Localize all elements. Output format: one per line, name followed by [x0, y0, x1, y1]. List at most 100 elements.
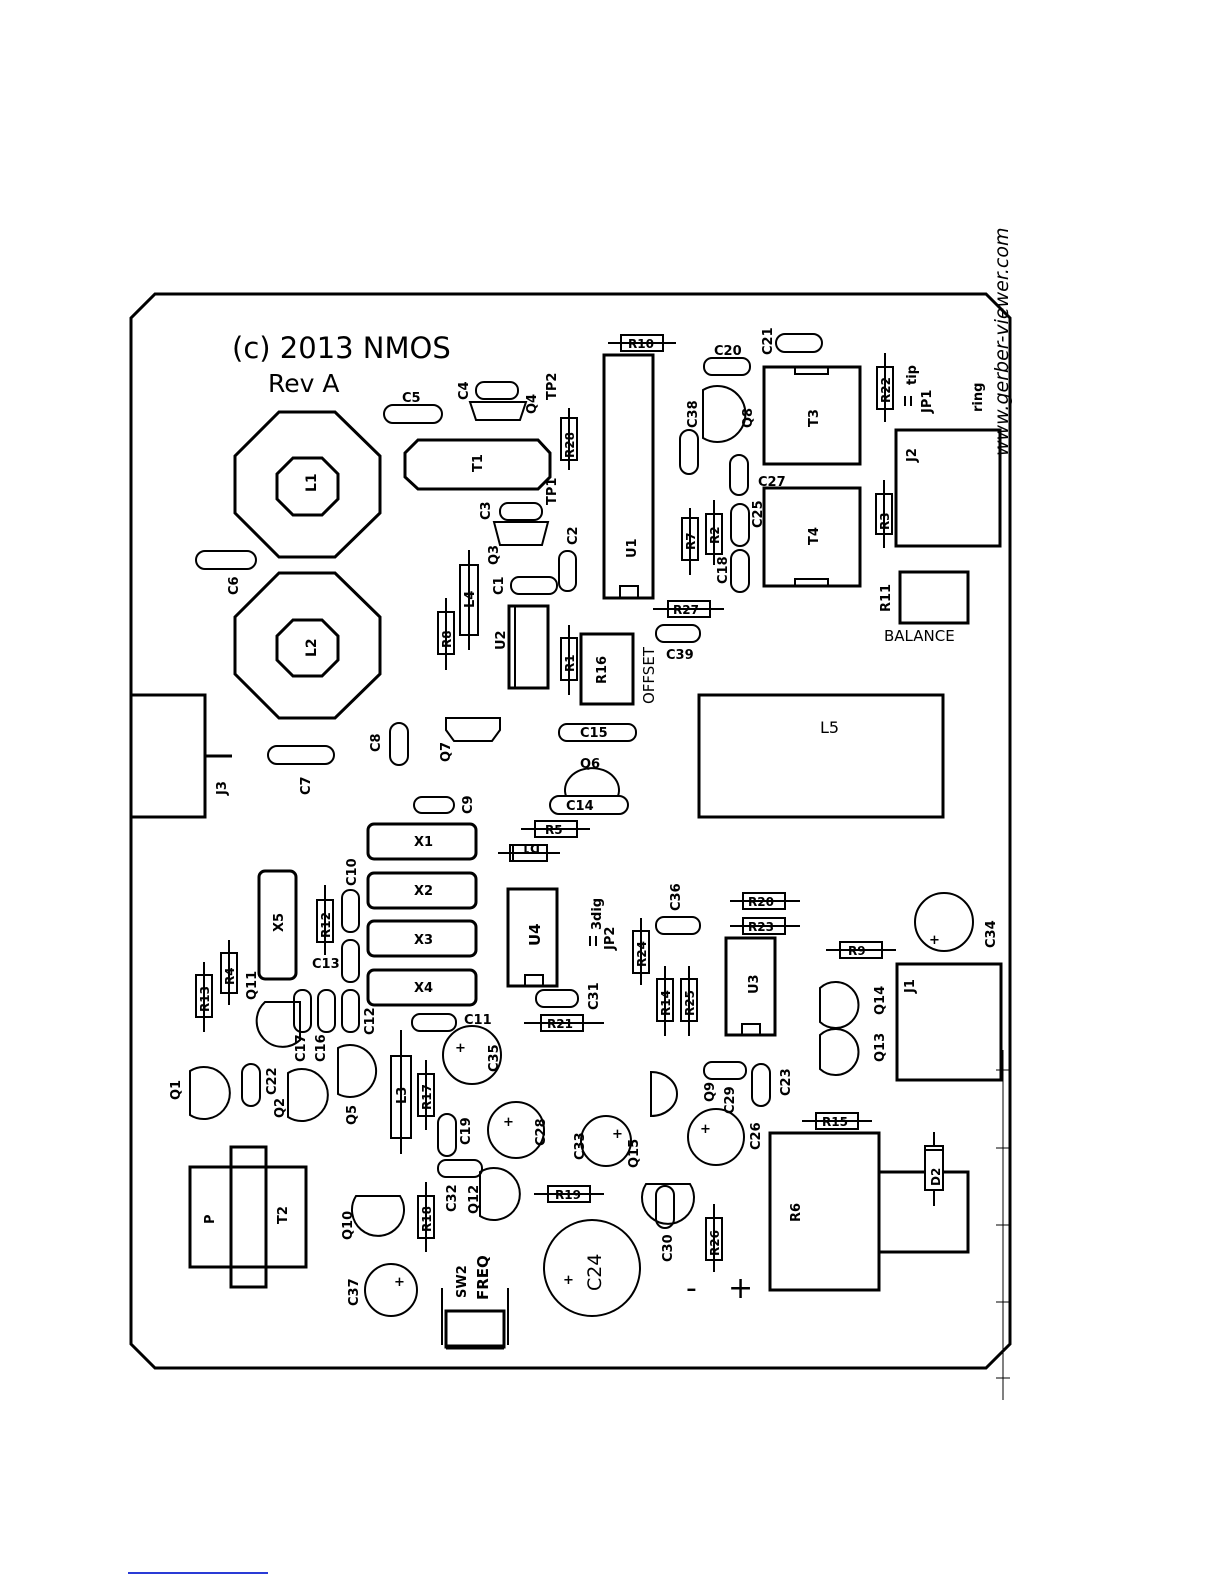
capacitor-c12: C12	[341, 989, 378, 1035]
inductor-l4: L4	[459, 550, 479, 650]
svg-text:R22: R22	[879, 377, 893, 403]
svg-text:+: +	[563, 1273, 574, 1288]
svg-text:X2: X2	[414, 884, 433, 899]
capacitor-c18: C18	[716, 549, 750, 593]
capacitor-c28: + C28	[487, 1101, 549, 1159]
svg-text:Q2: Q2	[273, 1098, 288, 1118]
svg-text:R17: R17	[420, 1084, 434, 1110]
svg-text:C34: C34	[984, 920, 999, 948]
svg-text:C12: C12	[363, 1007, 378, 1035]
svg-text:+: +	[929, 933, 940, 948]
svg-text:R18: R18	[420, 1206, 434, 1232]
capacitor-c38: C38	[679, 400, 701, 475]
testpoint-tp2: TP2	[545, 373, 560, 400]
svg-text:+: +	[700, 1122, 711, 1137]
svg-text:R24: R24	[635, 941, 649, 967]
resistor-r12: R12	[316, 885, 334, 955]
svg-text:J3: J3	[215, 781, 230, 796]
svg-text:C20: C20	[714, 344, 742, 359]
capacitor-c37: + C37	[347, 1263, 418, 1317]
svg-text:X5: X5	[272, 913, 287, 932]
svg-text:C15: C15	[580, 726, 608, 741]
capacitor-c32: C32	[437, 1159, 483, 1212]
ic-u2: U2	[494, 604, 550, 690]
svg-text:R8: R8	[440, 630, 454, 648]
transistor-q10: Q10	[341, 1195, 405, 1240]
resistor-r26: R26	[705, 1204, 723, 1272]
transistor-q5: Q5	[337, 1044, 378, 1125]
svg-text:C16: C16	[314, 1034, 329, 1062]
svg-text:R1: R1	[563, 654, 577, 672]
jumper-jp2: JP2 3dig	[589, 898, 618, 951]
svg-text:+: +	[612, 1127, 623, 1142]
inductor-l2: L2	[233, 571, 382, 720]
svg-text:U4: U4	[526, 923, 544, 946]
jumper-jp1: JP1 tip	[904, 365, 935, 414]
capacitor-c15: C15	[558, 723, 637, 742]
balance-label: BALANCE	[884, 627, 955, 645]
svg-text:J1: J1	[903, 979, 918, 994]
svg-text:C25: C25	[751, 500, 766, 528]
capacitor-c39: C39	[655, 624, 701, 663]
resistor-r21: R21	[524, 1014, 604, 1032]
capacitor-c17: C17	[293, 989, 312, 1062]
resistor-r22: R22	[876, 353, 894, 422]
svg-text:C9: C9	[461, 795, 476, 814]
resistor-r20: R20	[730, 892, 800, 910]
svg-text:TP1: TP1	[545, 478, 560, 505]
svg-text:R16: R16	[595, 656, 610, 684]
crystal-x1: X1	[366, 822, 478, 861]
ic-u4: U4	[506, 887, 559, 988]
capacitor-c34: + C34	[914, 892, 999, 952]
capacitor-c3: C3	[479, 501, 543, 521]
svg-text:R14: R14	[659, 990, 673, 1016]
capacitor-c8: C8	[369, 722, 409, 766]
svg-text:Q10: Q10	[341, 1211, 356, 1240]
svg-text:X1: X1	[414, 835, 433, 850]
resistor-r17: R17	[417, 1060, 435, 1130]
capacitor-c2: C2	[558, 526, 581, 592]
diode-d2: D2	[924, 1132, 944, 1206]
svg-text:Q12: Q12	[467, 1185, 482, 1214]
capacitor-c30: C30	[655, 1185, 676, 1262]
svg-text:T2: T2	[276, 1206, 291, 1224]
svg-text:C19: C19	[459, 1117, 474, 1145]
capacitor-c24: + C24	[543, 1219, 641, 1317]
svg-text:C7: C7	[299, 776, 314, 795]
svg-text:U1: U1	[625, 538, 640, 558]
svg-text:tip: tip	[905, 365, 920, 385]
capacitor-c35: + C35	[442, 1025, 502, 1085]
diode-d1: D1	[498, 841, 560, 862]
svg-text:R11: R11	[879, 584, 894, 612]
svg-text:Q13: Q13	[873, 1033, 888, 1062]
resistor-r7: R7	[681, 508, 699, 575]
trimmer-r16: R16	[579, 632, 635, 706]
svg-text:C30: C30	[661, 1234, 676, 1262]
capacitor-c6: C6	[195, 550, 257, 595]
svg-text:C33: C33	[573, 1132, 588, 1160]
svg-text:L4: L4	[463, 591, 478, 608]
svg-text:R27: R27	[673, 603, 699, 617]
capacitor-c36: C36	[655, 883, 701, 935]
transistor-q6: Q6	[564, 757, 620, 797]
transformer-t4: T4	[762, 486, 862, 588]
svg-text:C31: C31	[587, 982, 602, 1010]
crystal-x3: X3	[366, 919, 478, 958]
capacitor-c10: C10	[341, 858, 360, 933]
resistor-r9: R9	[826, 941, 896, 959]
svg-text:L2: L2	[304, 638, 320, 657]
svg-text:JP2: JP2	[603, 927, 618, 951]
board-outline	[129, 292, 1012, 1370]
resistor-r23: R23	[730, 917, 800, 935]
capacitor-c14: C14	[549, 795, 629, 815]
svg-text:C21: C21	[761, 327, 776, 355]
resistor-r4: R4	[220, 940, 238, 1005]
svg-text:R12: R12	[319, 912, 333, 938]
capacitor-c27: C27	[729, 454, 786, 496]
resistor-r19: R19	[534, 1185, 604, 1203]
svg-text:BALANCE: BALANCE	[884, 627, 955, 645]
capacitor-c16: C16	[314, 989, 336, 1062]
resistor-r8: R8	[437, 598, 455, 670]
copyright-text: (c) 2013 NMOS	[232, 331, 451, 365]
ic-u1: U1	[602, 353, 655, 600]
